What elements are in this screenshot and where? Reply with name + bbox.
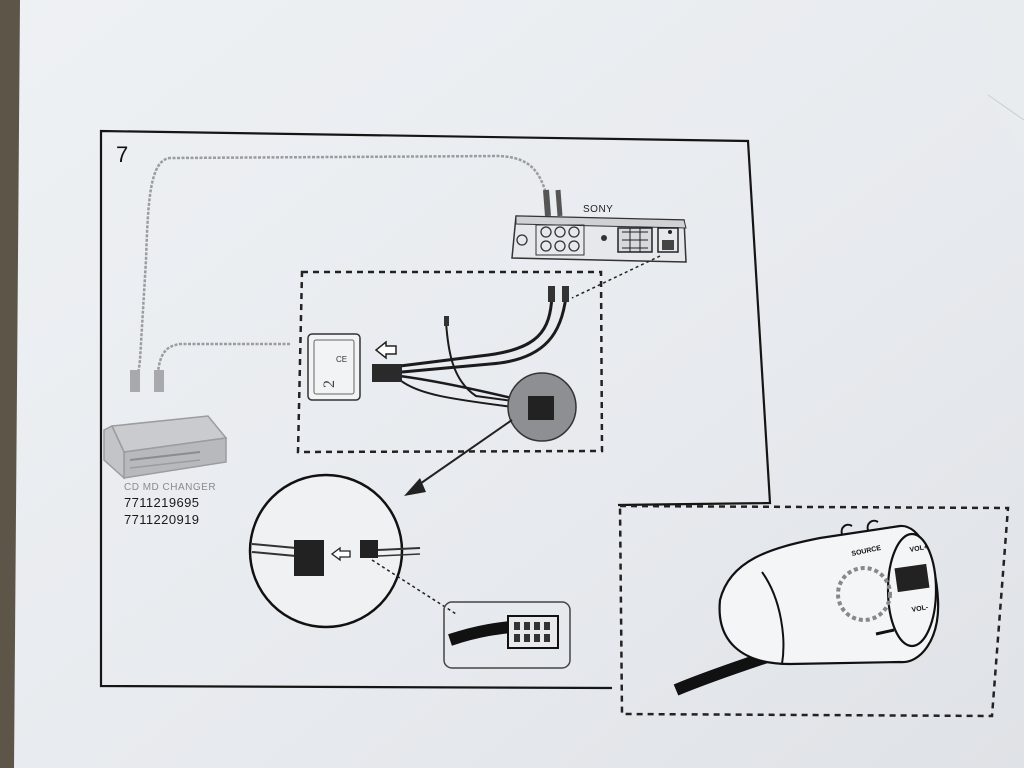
- radio-leader-line: [571, 255, 661, 299]
- part-number-2: 7711220919: [124, 512, 200, 527]
- changer-cable: [134, 154, 550, 393]
- detail-circle-large: [248, 473, 404, 629]
- stalk-vol-up-label: VOL+: [909, 544, 928, 554]
- paper-sheet-edge: [985, 0, 1024, 150]
- interface-connector: [372, 364, 402, 382]
- zoom-arrow-head: [404, 478, 426, 496]
- large-insert-arrow: [330, 546, 351, 562]
- stalk-detail-frame: [618, 504, 1010, 718]
- plug-leader-line: [371, 559, 457, 615]
- interface-detail-frame: [296, 270, 604, 454]
- changer-plug-left: [130, 370, 140, 392]
- steering-stalk-icon: SOURCE VOL+ VOL-: [673, 519, 940, 696]
- device-caption: CD MD CHANGER: [124, 482, 217, 493]
- step-number: 7: [116, 142, 129, 167]
- antenna-plug-2: [555, 189, 563, 217]
- diagram-frame: [99, 129, 772, 690]
- zoom-arrow-line: [413, 419, 513, 489]
- svg-text:CE: CE: [336, 355, 347, 364]
- large-connector-female: [294, 540, 324, 576]
- changer-plug-right: [154, 370, 164, 392]
- rca-plug-1: [548, 286, 555, 302]
- plug-pins: [514, 622, 550, 642]
- insert-arrow: [374, 340, 397, 360]
- interface-module-icon: CE 2: [307, 333, 361, 401]
- plug-head: [507, 615, 559, 649]
- plug-detail-box: [443, 601, 571, 669]
- rca-plug-2: [562, 286, 569, 302]
- large-connector-male: [360, 540, 378, 558]
- cd-changer-icon: [103, 415, 228, 480]
- interface-cables: [399, 295, 568, 409]
- paper-fold-line: [987, 94, 1024, 121]
- svg-text:2: 2: [321, 380, 338, 388]
- detail-connector-small: [528, 396, 554, 420]
- antenna-plug: [543, 189, 551, 217]
- head-unit-rear-icon: [511, 215, 687, 263]
- stalk-vol-down-label: VOL-: [911, 604, 929, 614]
- radio-brand-label: SONY: [583, 204, 614, 215]
- part-number-1: 7711219695: [124, 495, 200, 510]
- antenna-pin: [444, 316, 449, 326]
- large-detail-wires: [251, 543, 421, 557]
